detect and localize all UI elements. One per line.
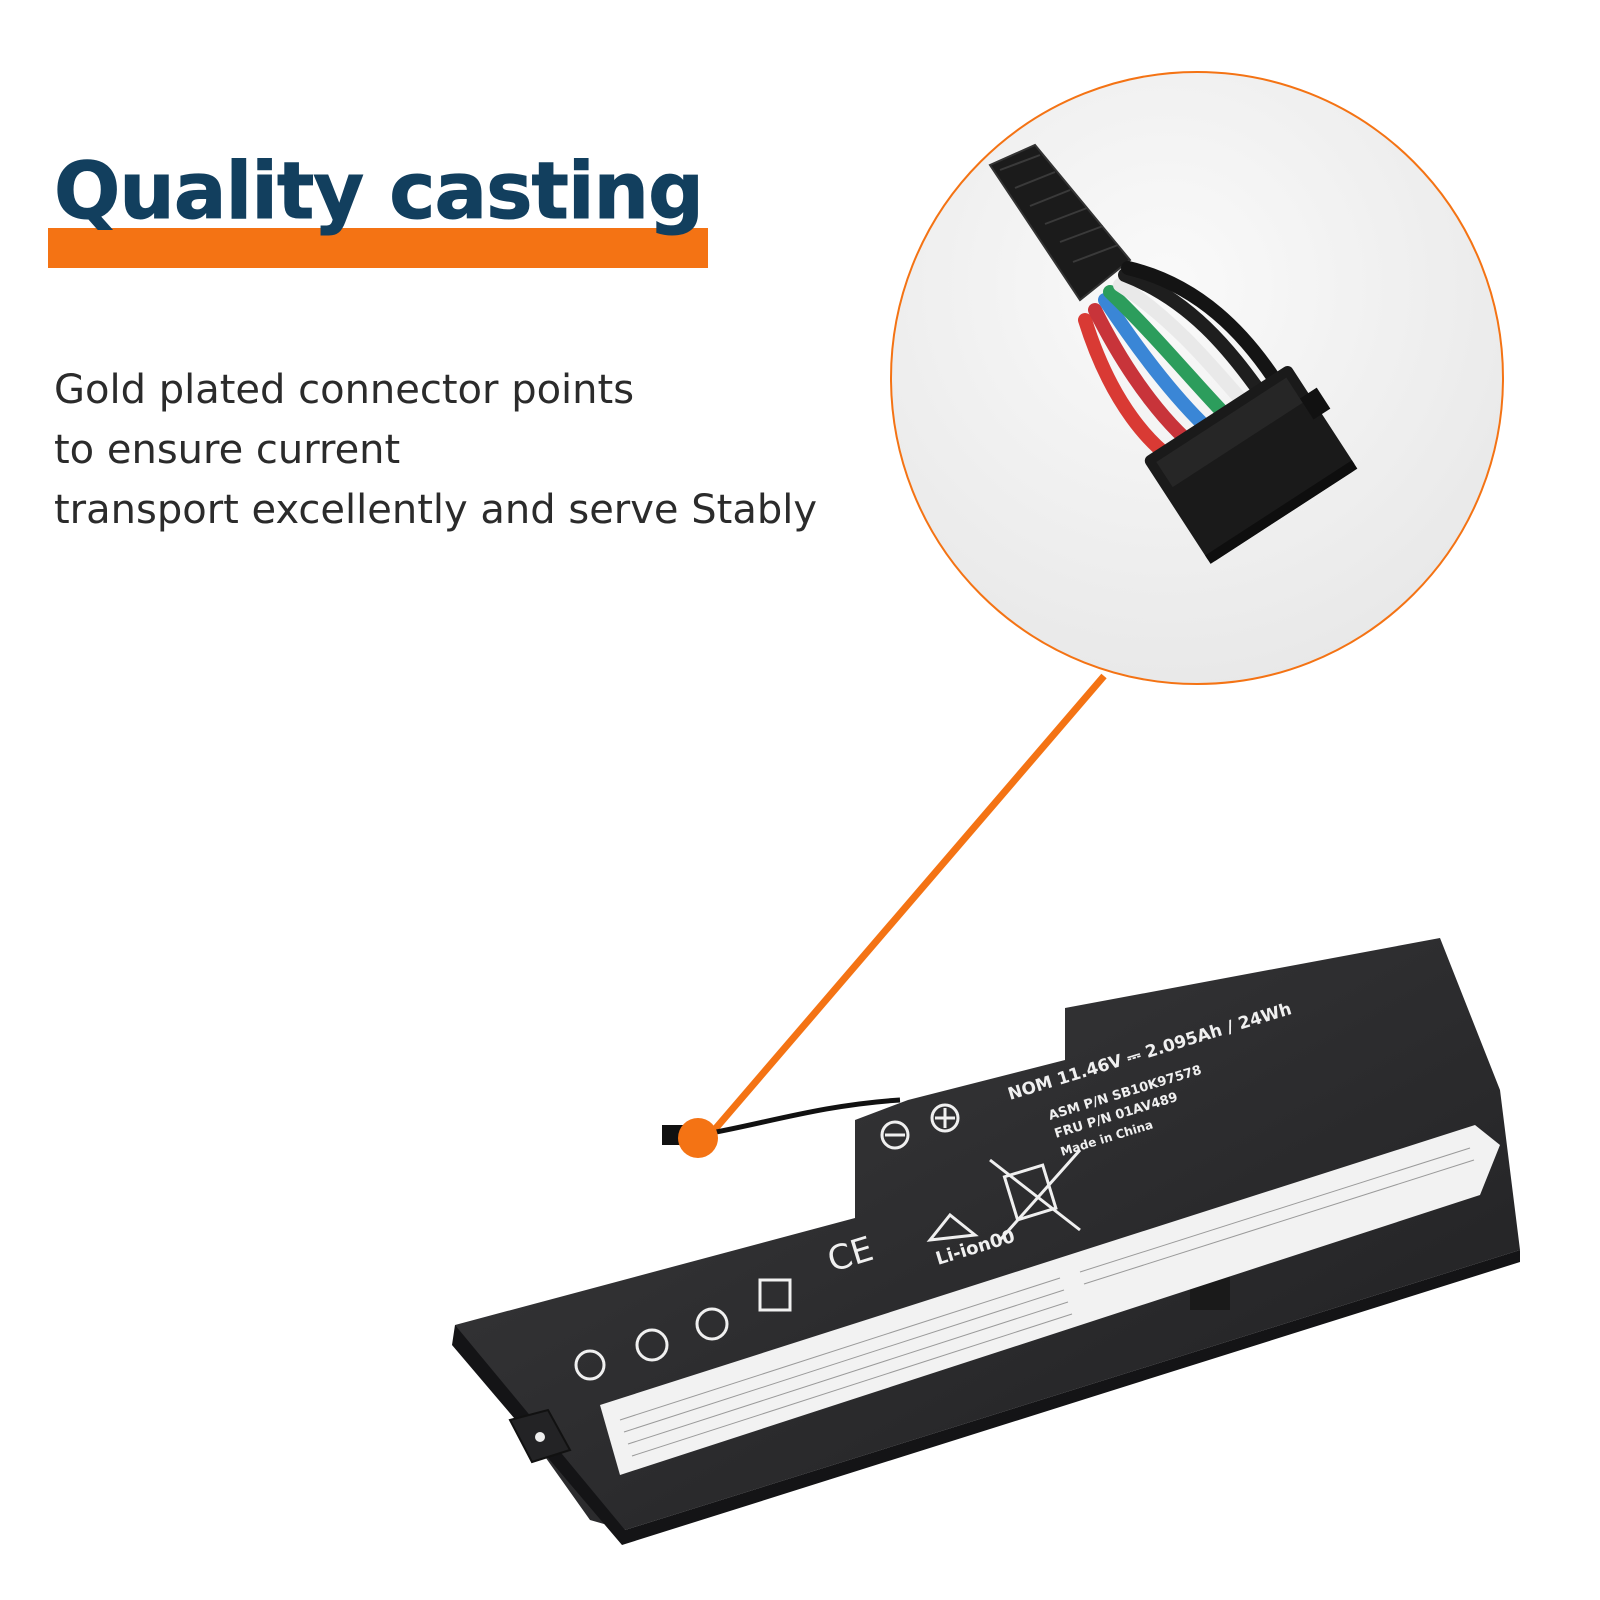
headline-underline-bar [48,228,708,268]
recycle-icon [926,1212,979,1242]
description-line: to ensure current [54,427,401,473]
description-line: Gold plated connector points [54,367,635,413]
connector-callout-dot [678,1118,718,1158]
callout-leader-line [707,673,1107,1138]
feature-description: Gold plated connector points to ensure c… [54,360,817,540]
description-line: transport excellently and serve Stably [54,487,818,533]
laptop-battery: CE NOM 11.46V ⎓ 2.095Ah / 24Wh ASM P/N S… [452,938,1520,1545]
connector-zoom-circle [890,71,1504,685]
crossed-bin-icon [989,1149,1082,1241]
headline-block: Quality casting [48,147,708,268]
page-title: Quality casting [54,147,705,237]
